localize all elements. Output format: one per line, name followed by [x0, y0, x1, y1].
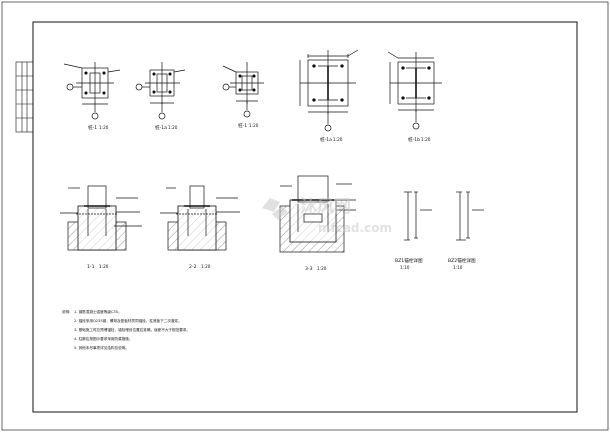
watermark-brand: 沐风网	[300, 197, 351, 217]
caption-bz1: BZ1锚栓详图	[395, 257, 423, 264]
scale-detail-5: 1:20	[421, 137, 431, 142]
scale-section-1: 1:20	[99, 264, 109, 269]
notes-heading: 说明:	[62, 309, 70, 314]
detail-plate-5	[387, 51, 442, 130]
scale-detail-4: 1:20	[333, 137, 343, 142]
scale-bz1: 1:10	[400, 265, 410, 270]
scale-detail-3: 1:20	[249, 123, 259, 128]
watermark-logo-icon	[262, 198, 288, 220]
inner-frame	[32, 21, 578, 413]
section-captions: 1-1 1:20 2-2 1:20 3-3 1:20	[87, 264, 327, 272]
note-1: 1. 钢筋混凝土强度等级C35。	[74, 309, 122, 314]
section-3-3	[279, 175, 356, 253]
scale-bz2: 1:10	[453, 265, 463, 270]
caption-detail-5: 桩-1b	[408, 136, 420, 143]
detail-plate-4	[299, 49, 359, 132]
section-1-1	[60, 185, 142, 251]
note-3: 3. 基础施工时应预埋锚栓，锚栓埋设位置应准确，误差不大于规范要求。	[74, 327, 190, 332]
caption-detail-1: 桩-1	[88, 124, 97, 131]
section-2-2	[160, 185, 240, 251]
caption-detail-4: 桩-1a	[320, 136, 332, 143]
scale-section-2: 1:20	[201, 264, 211, 269]
general-notes: 说明: 1. 钢筋混凝土强度等级C35。 2. 锚栓采用Q235钢，螺母及垫板材…	[62, 309, 190, 350]
anchor-elevation-1	[404, 191, 432, 241]
caption-detail-3: 桩-1	[238, 122, 247, 129]
watermark: 沐风网 mfcad.com	[262, 197, 392, 235]
detail-plate-1	[63, 62, 121, 120]
note-4: 4. 柱脚应按图示要求采用防腐措施。	[74, 336, 132, 341]
title-strip	[15, 61, 34, 133]
detail-plate-2	[135, 62, 186, 120]
anchor-elevation-2	[456, 191, 484, 241]
caption-section-2: 2-2	[189, 264, 197, 270]
note-2: 2. 锚栓采用Q235钢，螺母及垫板材质同锚栓，柱底板下二次灌浆。	[74, 318, 182, 323]
scale-section-3: 1:20	[317, 266, 327, 271]
scale-detail-2: 1:20	[168, 125, 178, 130]
detail-plate-3	[222, 62, 264, 118]
top-captions: 桩-1 1:20 桩-1a 1:20 桩-1 1:20 桩-1a 1:20 桩-…	[88, 122, 431, 143]
scale-detail-1: 1:20	[99, 125, 109, 130]
note-5: 5. 其他未尽事项详见结构总说明。	[74, 345, 129, 350]
caption-bz2: BZ2锚栓详图	[448, 257, 476, 264]
caption-detail-2: 桩-1a	[155, 124, 167, 131]
elevation-captions: BZ1锚栓详图 1:10 BZ2锚栓详图 1:10	[395, 257, 476, 270]
watermark-domain: mfcad.com	[318, 221, 392, 235]
caption-section-1: 1-1	[87, 264, 95, 270]
caption-section-3: 3-3	[305, 266, 313, 272]
